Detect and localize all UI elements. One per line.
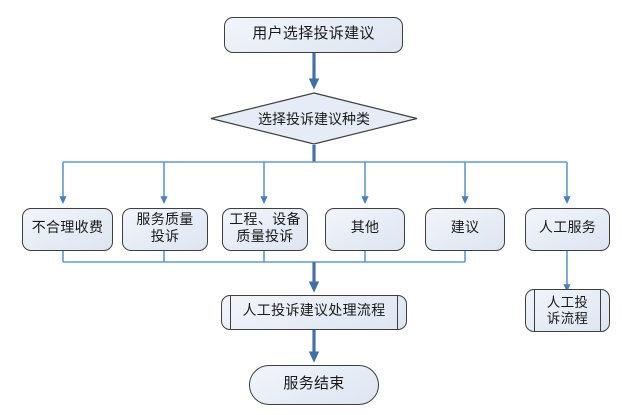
node-start-label: 用户选择投诉建议 — [252, 26, 375, 43]
predefined-process-manual-left-bar — [534, 290, 535, 331]
node-category-4-label: 其他 — [350, 221, 380, 237]
node-category-6-label: 人工服务 — [538, 221, 597, 237]
node-category-service-quality[interactable]: 服务质量 投诉 — [122, 208, 208, 251]
predefined-process-right-bar — [397, 296, 398, 329]
node-category-human-service[interactable]: 人工服务 — [525, 208, 610, 251]
node-category-suggestion[interactable]: 建议 — [425, 208, 505, 251]
node-end[interactable]: 服务结束 — [249, 365, 379, 405]
node-process-main-label: 人工投诉建议处理流程 — [242, 304, 386, 320]
node-category-3-label: 工程、设备 质量投诉 — [229, 212, 301, 245]
predefined-process-manual-right-bar — [600, 290, 601, 331]
node-decision-label: 选择投诉建议种类 — [258, 112, 370, 128]
predefined-process-left-bar — [230, 296, 231, 329]
node-category-engineering-equipment[interactable]: 工程、设备 质量投诉 — [222, 208, 308, 251]
node-process-complaint-handling[interactable]: 人工投诉建议处理流程 — [221, 295, 407, 330]
node-decision[interactable]: 选择投诉建议种类 — [210, 92, 418, 145]
node-category-unreasonable-fee[interactable]: 不合理收费 — [22, 208, 113, 251]
node-process-manual-label: 人工投 诉流程 — [546, 294, 589, 326]
decision-shape — [210, 92, 418, 145]
node-start[interactable]: 用户选择投诉建议 — [224, 17, 403, 53]
node-category-other[interactable]: 其他 — [325, 208, 405, 251]
node-category-2-label: 服务质量 投诉 — [136, 212, 194, 245]
node-end-label: 服务结束 — [283, 376, 345, 393]
node-category-5-label: 建议 — [450, 221, 480, 237]
node-category-1-label: 不合理收费 — [31, 221, 104, 237]
node-process-manual-complaint[interactable]: 人工投 诉流程 — [525, 289, 610, 332]
